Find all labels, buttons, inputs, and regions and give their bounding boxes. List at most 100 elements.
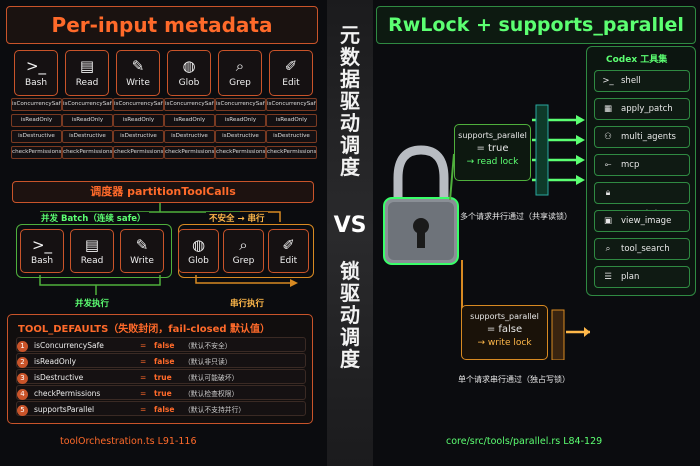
default-key: isReadOnly: [34, 357, 77, 366]
flag-isDestructive: isDestructive: [164, 130, 215, 143]
default-equals: =: [140, 405, 147, 414]
flag-checkPermissions: checkPermissions: [266, 146, 317, 159]
codex-tool-label: tool_search: [621, 244, 670, 254]
defaults-title: TOOL_DEFAULTS（失败封闭，fail-closed 默认值）: [18, 324, 271, 335]
flag-isConcurrencySafe: isConcurrencySafe: [215, 98, 266, 111]
serial-tool-glob: ◍Glob: [178, 229, 219, 273]
edit-icon: ✐: [282, 236, 295, 254]
scheduler-box: 调度器 partitionToolCalls: [12, 181, 314, 203]
patch-icon: ▦: [603, 104, 613, 114]
vertical-char: 动: [340, 303, 360, 327]
flag-isReadOnly: isReadOnly: [62, 114, 113, 127]
center-divider: [327, 0, 373, 466]
vertical-char: 据: [340, 67, 360, 91]
default-value: false: [154, 357, 175, 366]
codex-tool-label: plan: [621, 272, 640, 282]
flag-checkPermissions: checkPermissions: [113, 146, 164, 159]
flag-isConcurrencySafe: isConcurrencySafe: [266, 98, 317, 111]
defaults-row: 2 isReadOnly = false （默认非只读）: [16, 353, 306, 368]
codex-tool-label: multi_agents: [621, 132, 676, 142]
codex-tool-label: shell: [621, 76, 641, 86]
default-number: 2: [17, 356, 28, 368]
tool-label: Write: [126, 78, 150, 88]
magnifier-icon: ⌕: [235, 57, 245, 75]
parallel-line3: → read lock: [466, 157, 519, 167]
document-icon: ▤: [79, 57, 95, 75]
parallel-false-box: supports_parallel = false → write lock: [461, 305, 548, 360]
image-icon: ▣: [603, 216, 613, 226]
magnifier-icon: ⌕: [239, 236, 248, 254]
terminal-icon: >_: [25, 57, 47, 75]
pencil-icon: ✎: [135, 236, 149, 254]
right-footer: core/src/tools/parallel.rs L84-129: [446, 436, 603, 447]
globe-icon: ◍: [191, 236, 206, 254]
tool-label: Edit: [282, 78, 300, 88]
flag-checkPermissions: checkPermissions: [11, 146, 62, 159]
serial-line3: → write lock: [477, 338, 532, 348]
default-equals: =: [140, 357, 147, 366]
default-note: （默认非只读）: [184, 358, 232, 366]
codex-tool-tool_search: ⌕tool_search: [594, 238, 690, 260]
parallel-tool-read: ▤ Read: [70, 229, 114, 273]
flag-isConcurrencySafe: isConcurrencySafe: [62, 98, 113, 111]
tool-label: Read: [80, 256, 104, 266]
codex-tool-view_image: ▣view_image: [594, 210, 690, 232]
terminal-icon: >_: [31, 236, 53, 254]
vertical-char: 驱: [340, 89, 360, 113]
unsafe-label: 不安全 → 串行: [206, 212, 268, 224]
default-number: 3: [17, 372, 28, 384]
default-value: true: [154, 389, 172, 398]
vertical-char: 调: [340, 325, 360, 349]
parallel-exec-label: 并发执行: [75, 299, 110, 309]
default-key: checkPermissions: [34, 389, 101, 398]
serial-exec-label: 串行执行: [230, 299, 265, 309]
tool-grep: ⌕ Grep: [218, 50, 262, 96]
default-key: supportsParallel: [34, 405, 95, 414]
padlock-icon: [383, 145, 459, 265]
default-equals: =: [140, 389, 147, 398]
flag-isDestructive: isDestructive: [113, 130, 164, 143]
document-icon: ▤: [84, 236, 100, 254]
lock-icon: 🔒︎: [605, 188, 611, 198]
default-number: 4: [17, 388, 28, 400]
flag-checkPermissions: checkPermissions: [62, 146, 113, 159]
default-note: （默认检查权限）: [184, 390, 239, 398]
tool-glob: ◍ Glob: [167, 50, 211, 96]
tool-label: Edit: [279, 256, 298, 266]
flag-isReadOnly: isReadOnly: [164, 114, 215, 127]
vertical-char: 驱: [340, 281, 360, 305]
vs-label: VS: [333, 213, 367, 238]
codex-title: Codex 工具集: [606, 55, 668, 65]
tool-label: Glob: [178, 78, 200, 88]
parallel-line1: supports_parallel: [458, 131, 527, 140]
codex-tool-mcp: ⟜mcp: [594, 154, 690, 176]
flag-isReadOnly: isReadOnly: [215, 114, 266, 127]
tool-label: Grep: [229, 78, 251, 88]
flag-isDestructive: isDestructive: [62, 130, 113, 143]
default-key: isDestructive: [34, 373, 84, 382]
default-value: false: [154, 405, 175, 414]
flag-checkPermissions: checkPermissions: [164, 146, 215, 159]
tool-write: ✎Write: [116, 50, 160, 96]
parallel-batch-box: [16, 224, 172, 278]
flag-isConcurrencySafe: isConcurrencySafe: [164, 98, 215, 111]
left-title: Per-input metadata: [6, 6, 318, 44]
tool-label: Bash: [24, 78, 48, 88]
defaults-row: 3 isDestructive = true （默认可能破坏）: [16, 369, 306, 384]
default-value: true: [154, 373, 172, 382]
default-note: （默认可能破坏）: [184, 374, 239, 382]
flag-isConcurrencySafe: isConcurrencySafe: [11, 98, 62, 111]
plug-icon: ⟜: [604, 160, 612, 170]
codex-tool-request_permissions: 🔒︎request_permissions: [594, 182, 690, 217]
flag-isDestructive: isDestructive: [215, 130, 266, 143]
globe-icon: ◍: [182, 57, 196, 75]
tool-bash: >_ Bash: [14, 50, 58, 96]
vertical-char: 调: [340, 133, 360, 157]
serial-line2: = false: [486, 324, 523, 335]
right-title: RwLock + supports_parallel: [376, 6, 696, 44]
serial-tool-edit: ✐ Edit: [268, 229, 309, 273]
default-equals: =: [140, 373, 147, 382]
codex-tool-plan: ☰plan: [594, 266, 690, 288]
